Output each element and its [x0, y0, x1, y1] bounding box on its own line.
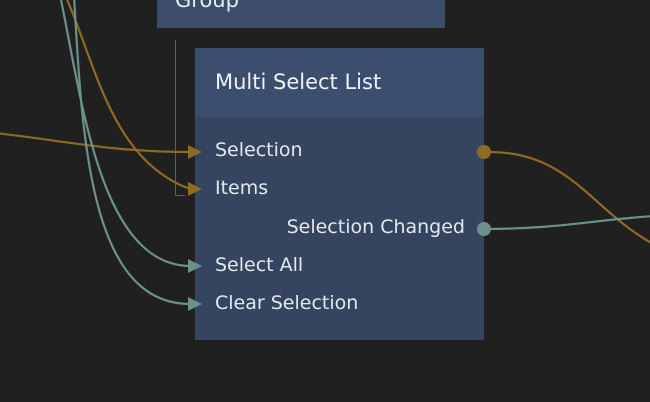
input-port-select-all[interactable]: Select All — [215, 254, 304, 276]
wire-selection-in[interactable] — [0, 132, 191, 154]
wire-items-in[interactable] — [65, 0, 191, 191]
multi-select-list-node[interactable]: Multi Select List Selection Items Select… — [195, 48, 484, 340]
node-title: Multi Select List — [215, 70, 382, 94]
wire-clear-selection-in[interactable] — [73, 0, 191, 306]
node-header[interactable]: Multi Select List — [195, 48, 484, 117]
wire-selection-out[interactable] — [484, 150, 650, 245]
wire-select-all-in[interactable] — [59, 0, 191, 268]
input-port-selection[interactable]: Selection — [215, 139, 303, 161]
group-node-title: Group — [175, 0, 239, 12]
input-port-items[interactable]: Items — [215, 177, 269, 199]
group-node[interactable]: Group — [157, 0, 445, 28]
wire-selection-changed-out[interactable] — [484, 215, 650, 231]
group-bracket-line — [175, 40, 185, 196]
input-port-clear-selection[interactable]: Clear Selection — [215, 292, 359, 314]
output-port-selection-changed[interactable]: Selection Changed — [286, 216, 465, 238]
